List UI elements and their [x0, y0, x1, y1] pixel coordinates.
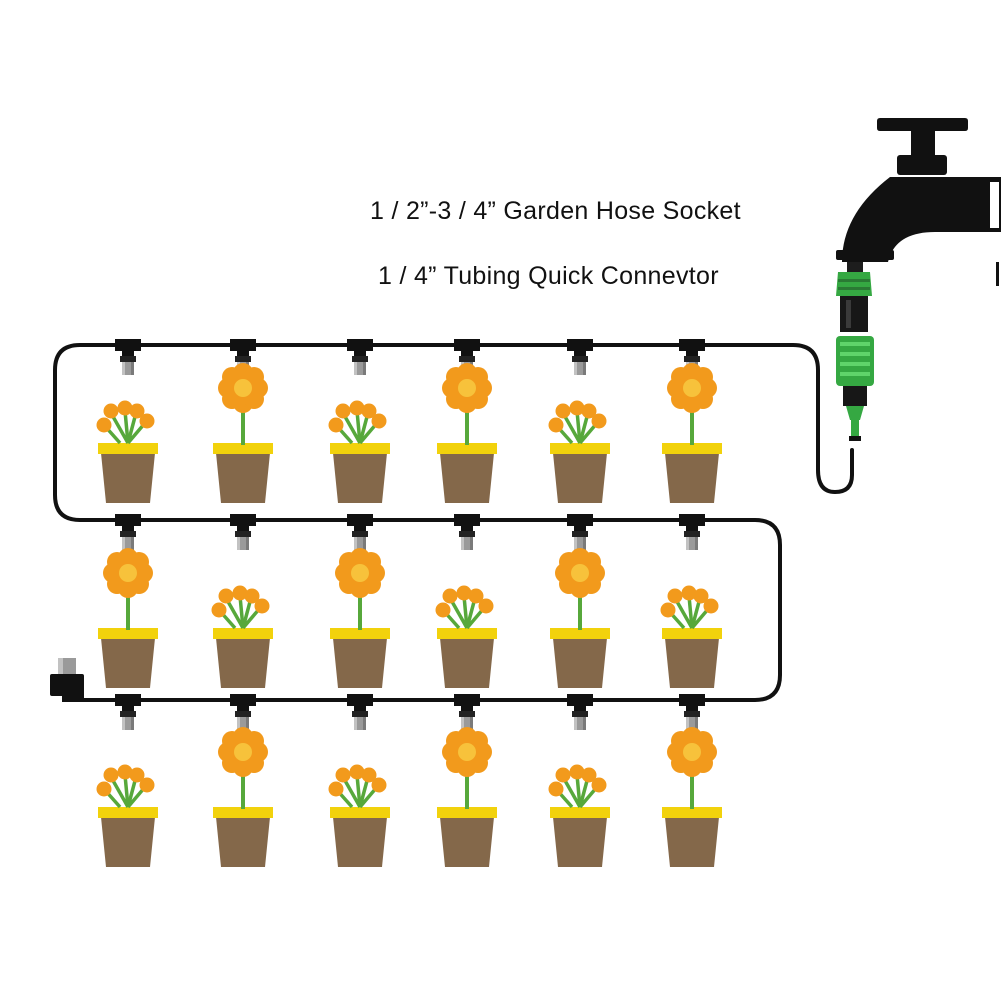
tulip-flower-icon [546, 398, 609, 445]
tee-emitter-icon [347, 694, 373, 730]
daisy-flower-icon [103, 548, 153, 630]
flower-pot-icon [437, 363, 497, 503]
pot-icon [98, 443, 158, 503]
daisy-flower-icon [442, 727, 492, 809]
tee-emitter-icon [347, 514, 373, 550]
tulip-flower-icon [94, 398, 157, 445]
flower-pot-icon [437, 727, 497, 867]
faucet-icon [836, 118, 1001, 286]
pot-icon [662, 628, 722, 688]
pot-icon [213, 628, 273, 688]
pot-icon [550, 443, 610, 503]
tee-emitter-icon [567, 694, 593, 730]
tulip-flower-icon [658, 583, 721, 630]
end-plug-icon [50, 658, 84, 702]
tulip-flower-icon [546, 762, 609, 809]
flower-pot-icon [213, 363, 273, 503]
quick-connector-icon [836, 336, 874, 441]
tulip-flower-icon [209, 583, 272, 630]
tee-emitter-icon [567, 514, 593, 550]
daisy-flower-icon [218, 363, 268, 445]
pot-icon [98, 628, 158, 688]
pot-icon [330, 807, 390, 867]
tee-emitter-icon [679, 514, 705, 550]
pot-icon [437, 807, 497, 867]
tee-emitter-icon [115, 339, 141, 375]
quick-connector-label: 1 / 4” Tubing Quick Connevtor [378, 262, 719, 290]
flower-pot-icon [433, 583, 497, 688]
pot-icon [437, 628, 497, 688]
tulip-flower-icon [326, 762, 389, 809]
flower-pot-icon [658, 583, 722, 688]
daisy-flower-icon [667, 727, 717, 809]
daisy-flower-icon [335, 548, 385, 630]
pot-icon [330, 443, 390, 503]
daisy-flower-icon [218, 727, 268, 809]
hose-socket-label: 1 / 2”-3 / 4” Garden Hose Socket [370, 197, 741, 225]
flower-pot-icon [94, 398, 158, 503]
pot-icon [550, 628, 610, 688]
tulip-flower-icon [326, 398, 389, 445]
pot-icon [437, 443, 497, 503]
pot-icon [213, 443, 273, 503]
drip-tubing [53, 343, 854, 702]
flower-pot-icon [662, 363, 722, 503]
tee-emitter-icon [230, 514, 256, 550]
tee-emitter-icon [115, 694, 141, 730]
flower-pot-icon [209, 583, 273, 688]
pot-icon [213, 807, 273, 867]
hose-socket-icon [836, 262, 872, 332]
flower-pot-icon [330, 548, 390, 688]
daisy-flower-icon [442, 363, 492, 445]
flower-pot-icon [550, 548, 610, 688]
tee-emitter-icon [115, 514, 141, 550]
daisy-flower-icon [667, 363, 717, 445]
tee-emitter-icon [454, 514, 480, 550]
flower-pot-icon [213, 727, 273, 867]
tee-emitter-icon [567, 339, 593, 375]
tulip-flower-icon [94, 762, 157, 809]
tulip-flower-icon [433, 583, 496, 630]
pot-icon [98, 807, 158, 867]
daisy-flower-icon [555, 548, 605, 630]
flower-pot-icon [662, 727, 722, 867]
flower-pot-icon [546, 762, 610, 867]
pot-icon [662, 443, 722, 503]
flower-pot-icon [546, 398, 610, 503]
tee-emitter-icon [347, 339, 373, 375]
flower-pot-icon [98, 548, 158, 688]
tee-emitter-icon [454, 694, 480, 730]
plant-group [94, 363, 722, 867]
flower-pot-icon [94, 762, 158, 867]
pot-icon [330, 628, 390, 688]
flower-pot-icon [326, 762, 390, 867]
tee-emitter-icon [230, 694, 256, 730]
tee-emitter-icon [679, 694, 705, 730]
flower-pot-icon [326, 398, 390, 503]
pot-icon [662, 807, 722, 867]
pot-icon [550, 807, 610, 867]
emitter-group [115, 339, 705, 730]
